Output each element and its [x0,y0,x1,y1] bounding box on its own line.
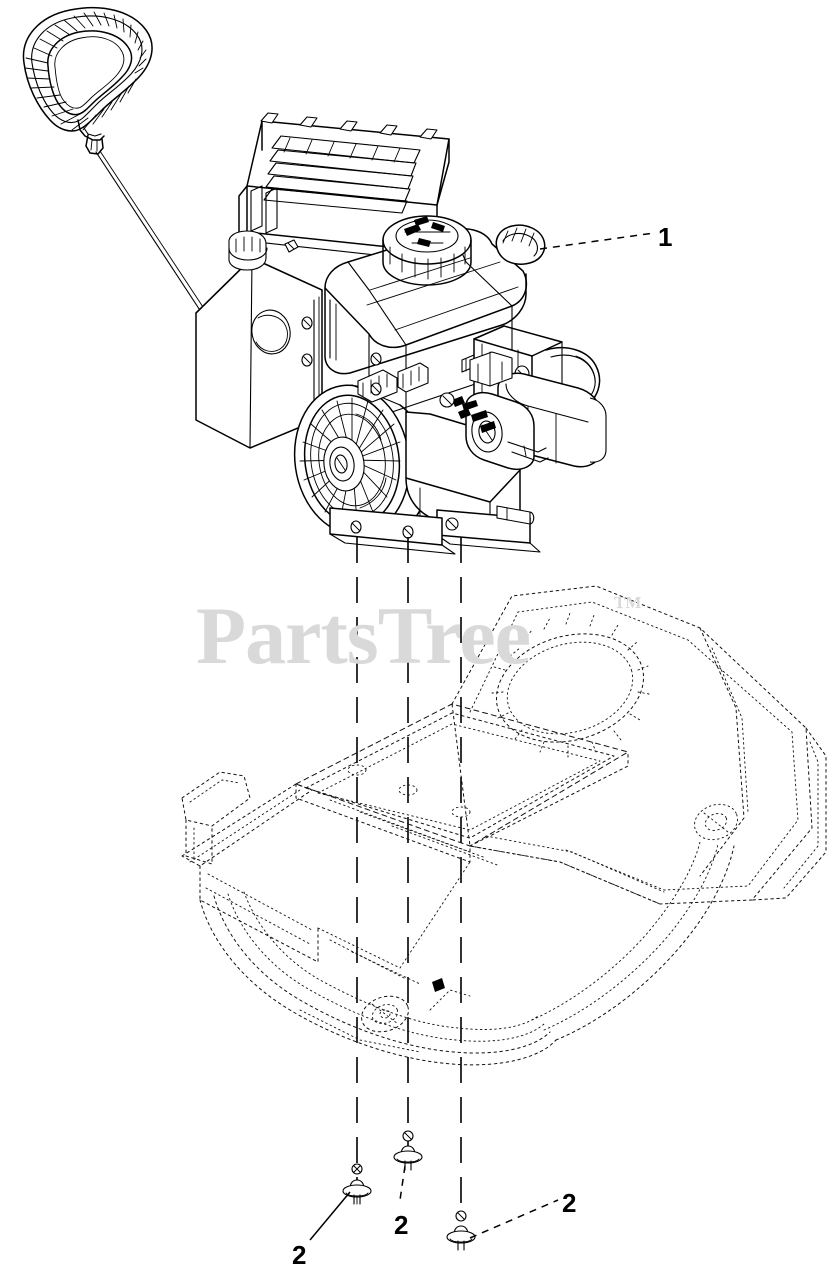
flywheel-fan [293,384,433,536]
assembly-alignment-lines [356,537,462,1214]
callout-2-right-leader [469,1199,559,1239]
callout-label-2-middle[interactable]: 2 [394,1210,409,1240]
chassis-base [199,891,557,1066]
engine-assembly [195,112,607,555]
callout-2-left-leader [309,1191,351,1241]
left-frame-arm [181,771,251,865]
pull-start-handle [22,6,153,155]
electric-starter-motor [452,351,607,470]
auger-scoop-lip [531,841,735,1041]
lower-frame-brackets [299,861,471,1053]
mounting-bolt-middle [393,1130,423,1171]
callout-2-leaders [309,1165,559,1241]
mounting-bolt-left [342,1163,372,1205]
mounting-bolt-right [446,1210,476,1251]
callout-label-1[interactable]: 1 [658,222,673,252]
throttle-knob [495,224,546,265]
rear-frame-rails [181,783,319,963]
callout-label-2-left[interactable]: 2 [292,1240,307,1270]
engine-hardware-details [370,352,455,408]
callout-label-2-right[interactable]: 2 [562,1188,577,1218]
engine-platform [295,703,629,867]
chassis-frame [181,585,827,1066]
callout-2-middle-leader [399,1165,406,1201]
callout-1-leader [539,232,655,250]
oil-fill-cap [382,215,472,286]
auger-housing [451,585,827,905]
